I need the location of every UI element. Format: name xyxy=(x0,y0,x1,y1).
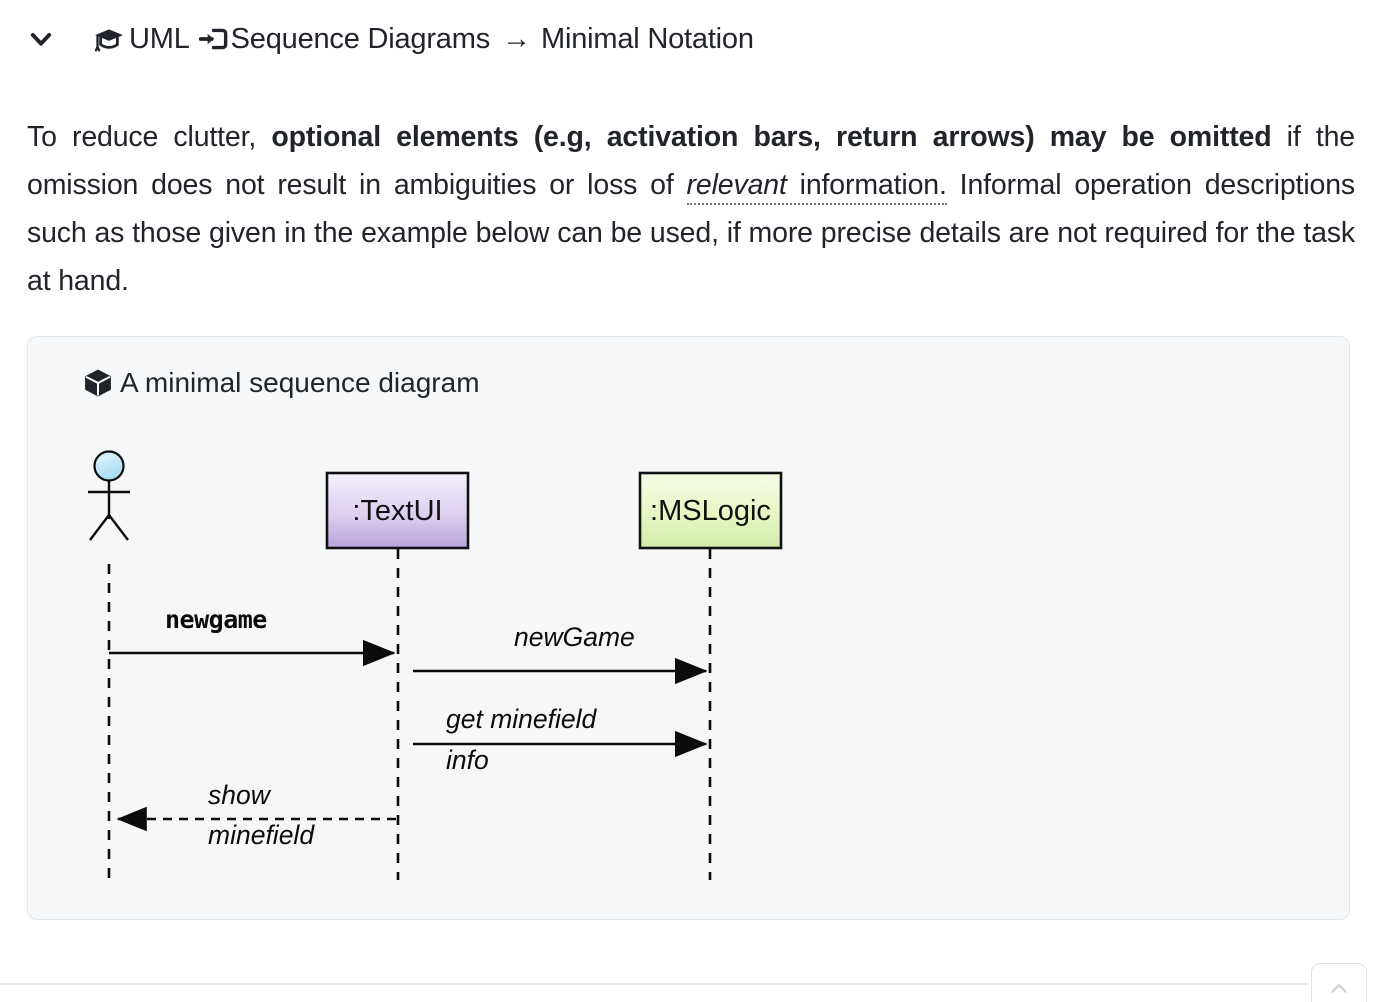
chevron-up-icon xyxy=(1326,976,1352,1002)
breadcrumb-root[interactable]: UML xyxy=(129,22,190,55)
para-italic-relevant: relevant xyxy=(686,169,787,201)
breadcrumb-section[interactable]: Sequence Diagrams xyxy=(230,22,491,55)
participant-box-mslogic xyxy=(638,471,783,550)
sequence-diagram: :TextUI :MSLogic newgame newGame get min… xyxy=(28,337,1351,921)
participant-label-mslogic: :MSLogic xyxy=(650,495,771,527)
message-label-minefield: minefield xyxy=(208,820,315,850)
para-bold-1: optional elements (e.g, activation bars,… xyxy=(271,121,1272,153)
participant-box-textui xyxy=(325,471,470,550)
message-label-show: show xyxy=(208,780,270,810)
chevron-down-icon[interactable] xyxy=(26,24,56,54)
scroll-to-top-button[interactable] xyxy=(1311,963,1367,1002)
message-label-get-minefield: get minefield xyxy=(446,704,597,734)
para-text-3: Informal operation descriptions such as … xyxy=(27,169,1355,297)
body-paragraph: To reduce clutter, optional elements (e.… xyxy=(27,113,1355,305)
breadcrumb: UML Sequence Diagrams → Minimal Notation xyxy=(26,14,754,64)
para-text-2: if the omission does not result in ambig… xyxy=(27,121,1355,201)
diagram-card-title: A minimal sequence diagram xyxy=(82,367,480,399)
para-text-information: information. xyxy=(786,169,947,201)
diagram-card-title-text: A minimal sequence diagram xyxy=(120,367,480,398)
message-label-newGame: newGame xyxy=(514,622,635,652)
message-label-newgame: newgame xyxy=(165,605,267,634)
arrow-into-bracket-icon xyxy=(197,24,229,54)
para-text-1: To reduce clutter, xyxy=(27,121,272,153)
actor-figure xyxy=(88,450,130,541)
participant-label-textui: :TextUI xyxy=(352,495,443,527)
para-underlined-phrase: relevant information. xyxy=(686,169,947,205)
footer-divider xyxy=(0,983,1307,985)
breadcrumb-separator: → xyxy=(502,22,531,55)
cube-icon xyxy=(82,368,114,398)
graduation-cap-icon xyxy=(92,24,126,54)
breadcrumb-current-page: Minimal Notation xyxy=(541,22,754,55)
diagram-card: A minimal sequence diagram xyxy=(27,336,1350,920)
message-label-info: info xyxy=(446,745,489,775)
